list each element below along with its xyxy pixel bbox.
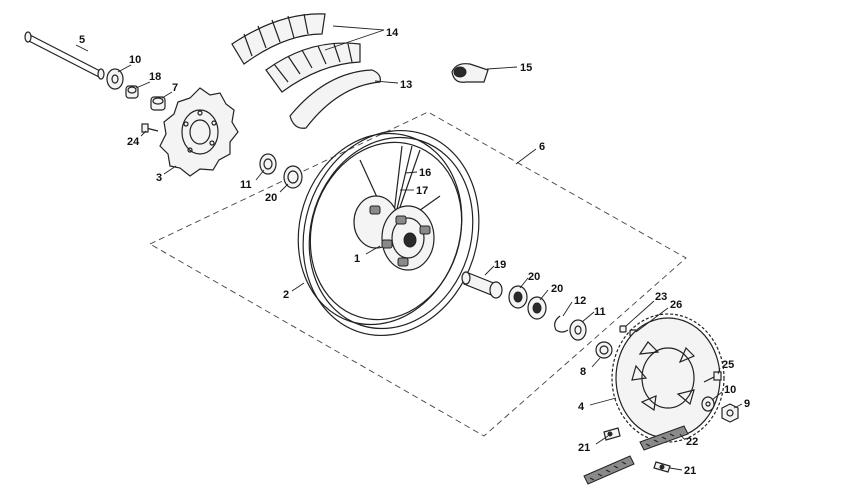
callout-13: 13 bbox=[400, 79, 412, 91]
callout-3: 3 bbox=[156, 172, 162, 184]
rim-strap bbox=[451, 63, 489, 83]
callout-18: 18 bbox=[149, 71, 161, 83]
leader-lines bbox=[75, 25, 743, 471]
callout-20-right-a: 20 bbox=[528, 271, 540, 283]
callout-11-left: 11 bbox=[240, 179, 252, 191]
callout-23: 23 bbox=[655, 291, 667, 303]
chain-master-link-upper bbox=[603, 427, 621, 441]
spacer-left bbox=[125, 85, 139, 99]
callout-1: 1 bbox=[354, 253, 360, 265]
bearing-right-inner bbox=[527, 296, 547, 320]
washer-left bbox=[106, 68, 124, 90]
callout-25: 25 bbox=[722, 359, 734, 371]
assembly-outline bbox=[149, 111, 687, 437]
callout-12: 12 bbox=[574, 295, 586, 307]
callout-9: 9 bbox=[744, 398, 750, 410]
callout-14: 14 bbox=[386, 27, 399, 39]
wheel-rim bbox=[297, 129, 480, 337]
callout-20-right-b: 20 bbox=[551, 283, 563, 295]
callout-10-left: 10 bbox=[129, 54, 141, 66]
callout-22: 22 bbox=[686, 436, 698, 448]
chain-master-link-lower bbox=[653, 461, 671, 473]
oil-seal-left bbox=[259, 153, 277, 175]
washer-right bbox=[701, 396, 715, 412]
callout-21-upper: 21 bbox=[578, 442, 590, 454]
hub-spacer bbox=[461, 271, 503, 299]
callout-7: 7 bbox=[172, 82, 178, 94]
callout-19: 19 bbox=[494, 259, 506, 271]
callout-17: 17 bbox=[416, 185, 428, 197]
bearing-right-outer bbox=[508, 285, 528, 309]
callout-20-left: 20 bbox=[265, 192, 277, 204]
bearing-left bbox=[283, 165, 303, 189]
disc-bolt bbox=[141, 123, 159, 133]
collar-nut bbox=[150, 96, 166, 111]
sprocket-stud bbox=[703, 371, 722, 383]
callout-6: 6 bbox=[539, 141, 545, 153]
callout-4: 4 bbox=[578, 401, 585, 413]
rear-sprocket bbox=[611, 313, 725, 443]
callout-labels: 5 10 18 7 24 3 14 13 15 6 16 17 1 2 11 2… bbox=[79, 27, 750, 477]
brake-disc bbox=[159, 87, 239, 177]
callout-21-lower: 21 bbox=[684, 465, 696, 477]
circlip bbox=[554, 315, 569, 333]
inner-tube bbox=[289, 69, 381, 129]
axle bbox=[24, 31, 105, 80]
drive-chain bbox=[583, 425, 689, 485]
callout-10-right: 10 bbox=[724, 384, 736, 396]
callout-24: 24 bbox=[127, 136, 140, 148]
callout-26: 26 bbox=[670, 299, 682, 311]
sprocket-bolt-23 bbox=[619, 325, 627, 333]
callout-2: 2 bbox=[283, 289, 289, 301]
sprocket-spacer bbox=[595, 341, 613, 359]
callout-16: 16 bbox=[419, 167, 431, 179]
callout-8: 8 bbox=[580, 366, 586, 378]
tyre bbox=[231, 13, 361, 93]
wheel-hub bbox=[353, 195, 435, 271]
callout-11-right: 11 bbox=[594, 306, 606, 318]
callout-5: 5 bbox=[79, 34, 85, 46]
oil-seal-right bbox=[569, 319, 587, 341]
callout-15: 15 bbox=[520, 62, 532, 74]
sprocket-nut bbox=[721, 403, 739, 423]
